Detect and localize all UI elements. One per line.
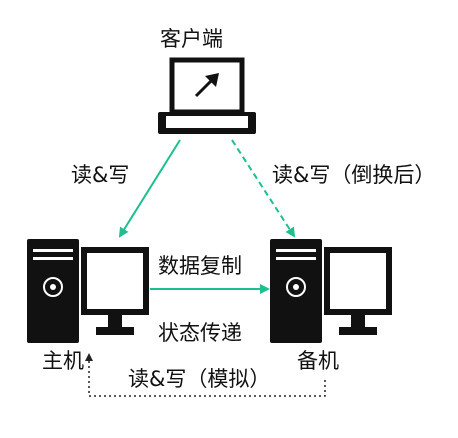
client-backup-edge-label: 读&写（倒换后） bbox=[272, 163, 436, 187]
client-primary-edge-label: 读&写 bbox=[71, 163, 130, 187]
primary-computer-icon bbox=[27, 239, 149, 343]
state-transfer-label: 状态传递 bbox=[158, 321, 242, 345]
simulated-rw-label: 读&写（模拟） bbox=[128, 367, 271, 391]
simulated-rw-path bbox=[85, 353, 326, 397]
client-primary-arrow bbox=[118, 139, 181, 238]
backup-label: 备机 bbox=[297, 349, 339, 373]
client-label: 客户端 bbox=[160, 27, 223, 51]
laptop-icon bbox=[158, 57, 256, 134]
cursor-arrow-icon bbox=[194, 73, 219, 98]
backup-computer-icon bbox=[270, 239, 392, 343]
client-backup-arrow bbox=[231, 139, 296, 238]
primary-label: 主机 bbox=[42, 349, 84, 373]
replication-label: 数据复制 bbox=[158, 254, 242, 278]
